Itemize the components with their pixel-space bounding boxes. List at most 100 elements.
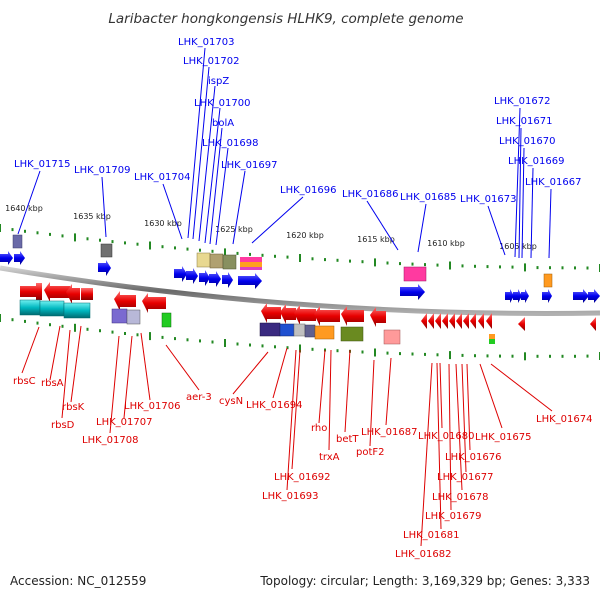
gene-arrow[interactable] — [505, 289, 514, 303]
gene-label[interactable]: rbsC — [13, 376, 36, 387]
gene-arrow[interactable] — [428, 313, 434, 329]
gene-arrow[interactable] — [199, 270, 210, 286]
gene-arrow[interactable] — [238, 273, 262, 289]
gene-label[interactable]: LHK_01685 — [400, 192, 456, 203]
gene-box[interactable] — [383, 329, 401, 345]
gene-label[interactable]: LHK_01692 — [274, 472, 330, 483]
gene-box[interactable] — [209, 253, 224, 269]
gene-arrow[interactable] — [442, 313, 448, 329]
gene-label[interactable]: LHK_01707 — [96, 417, 152, 428]
gene-label[interactable]: LHK_01687 — [361, 427, 417, 438]
gene-arrow[interactable] — [142, 293, 166, 313]
gene-box[interactable] — [196, 252, 211, 268]
gene-label[interactable]: LHK_01681 — [403, 530, 459, 541]
gene-label[interactable]: LHK_01671 — [496, 116, 552, 127]
gene-box[interactable] — [403, 266, 427, 282]
gene-label[interactable]: aer-3 — [186, 392, 212, 403]
gene-label[interactable]: LHK_01696 — [280, 185, 336, 196]
gene-label[interactable]: LHK_01715 — [14, 159, 70, 170]
gene-box[interactable] — [240, 267, 262, 270]
gene-arrow[interactable] — [174, 266, 187, 282]
gene-label[interactable]: potF2 — [356, 447, 385, 458]
gene-label[interactable]: cysN — [219, 396, 243, 407]
gene-arrow[interactable] — [478, 313, 484, 329]
gene-label[interactable]: LHK_01697 — [221, 160, 277, 171]
gene-arrow[interactable] — [222, 272, 233, 288]
gene-arrow[interactable] — [341, 306, 364, 326]
gene-box[interactable] — [259, 322, 281, 337]
gene-box[interactable] — [240, 262, 262, 267]
gene-arrow[interactable] — [0, 251, 13, 265]
gene-label[interactable]: LHK_01706 — [124, 401, 180, 412]
gene-arrow[interactable] — [209, 271, 221, 287]
gene-label[interactable]: rho — [311, 423, 327, 434]
gene-label[interactable]: LHK_01698 — [202, 138, 258, 149]
gene-arrow[interactable] — [518, 317, 525, 331]
gene-arrow[interactable] — [44, 282, 70, 302]
gene-arrow[interactable] — [513, 289, 522, 303]
gene-arrow[interactable] — [186, 268, 198, 284]
gene-box[interactable] — [222, 254, 237, 270]
gene-label[interactable]: LHK_01686 — [342, 189, 398, 200]
gene-box[interactable] — [314, 325, 335, 340]
gene-box[interactable] — [19, 299, 41, 316]
gene-box[interactable] — [100, 243, 113, 258]
gene-box[interactable] — [39, 300, 65, 317]
gene-label[interactable]: rbsA — [41, 378, 64, 389]
gene-label[interactable]: LHK_01676 — [445, 452, 501, 463]
gene-box[interactable] — [240, 257, 262, 262]
gene-box[interactable] — [81, 288, 93, 300]
gene-label[interactable]: rbsK — [62, 402, 85, 413]
gene-label[interactable]: LHK_01679 — [425, 511, 481, 522]
gene-box[interactable] — [489, 334, 495, 339]
gene-arrow[interactable] — [370, 307, 386, 327]
gene-arrow[interactable] — [314, 306, 340, 326]
gene-box[interactable] — [340, 326, 364, 342]
gene-label[interactable]: LHK_01675 — [475, 432, 531, 443]
gene-box[interactable] — [304, 324, 316, 338]
gene-arrow[interactable] — [456, 313, 462, 329]
gene-label[interactable]: LHK_01700 — [194, 98, 250, 109]
gene-arrow[interactable] — [470, 313, 476, 329]
gene-arrow[interactable] — [588, 289, 600, 303]
gene-label[interactable]: ispZ — [208, 76, 229, 87]
gene-arrow[interactable] — [114, 291, 136, 311]
gene-label[interactable]: LHK_01704 — [134, 172, 190, 183]
gene-label[interactable]: LHK_01672 — [494, 96, 550, 107]
gene-arrow[interactable] — [486, 313, 492, 329]
gene-arrow[interactable] — [261, 303, 281, 323]
gene-arrow[interactable] — [98, 260, 111, 276]
gene-label[interactable]: LHK_01694 — [246, 400, 302, 411]
gene-arrow[interactable] — [280, 304, 296, 324]
gene-arrow[interactable] — [400, 284, 425, 300]
gene-box[interactable] — [489, 339, 495, 344]
gene-arrow[interactable] — [463, 313, 469, 329]
gene-arrow[interactable] — [421, 313, 427, 329]
gene-label[interactable]: LHK_01680 — [418, 431, 474, 442]
gene-box[interactable] — [279, 323, 295, 337]
gene-box[interactable] — [126, 309, 141, 325]
gene-label[interactable]: LHK_01703 — [178, 37, 234, 48]
gene-box[interactable] — [161, 312, 172, 328]
gene-arrow[interactable] — [573, 289, 589, 303]
gene-arrow[interactable] — [20, 283, 42, 300]
gene-label[interactable]: LHK_01682 — [395, 549, 451, 560]
gene-arrow[interactable] — [449, 313, 455, 329]
gene-box[interactable] — [63, 302, 91, 319]
gene-label[interactable]: LHK_01674 — [536, 414, 592, 425]
gene-label[interactable]: LHK_01670 — [499, 136, 555, 147]
gene-label[interactable]: LHK_01677 — [437, 472, 493, 483]
gene-arrow[interactable] — [435, 313, 441, 329]
gene-arrow[interactable] — [14, 251, 25, 265]
gene-label[interactable]: rbsD — [51, 420, 75, 431]
gene-arrow[interactable] — [66, 284, 80, 304]
gene-label[interactable]: LHK_01708 — [82, 435, 138, 446]
gene-label[interactable]: LHK_01678 — [432, 492, 488, 503]
gene-box[interactable] — [543, 273, 553, 288]
gene-label[interactable]: bolA — [212, 118, 234, 129]
gene-box[interactable] — [111, 308, 128, 324]
gene-box[interactable] — [12, 234, 23, 249]
gene-label[interactable]: LHK_01693 — [262, 491, 318, 502]
gene-label[interactable]: betT — [336, 434, 359, 445]
gene-arrow[interactable] — [521, 289, 529, 303]
